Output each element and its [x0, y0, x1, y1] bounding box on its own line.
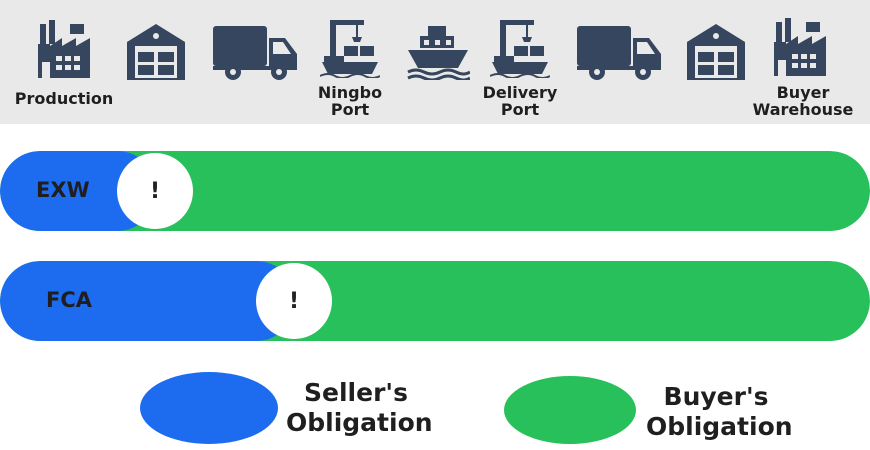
stage-label-buyer-warehouse: Buyer Warehouse: [748, 84, 858, 118]
stage-truck-2: [574, 24, 664, 82]
ship-icon: [407, 26, 470, 80]
stage-truck-1: [210, 24, 300, 82]
legend-seller-swatch: [140, 372, 278, 444]
legend-buyer-line1: Buyer's: [663, 382, 769, 411]
stage-label-ningbo-port: Ningbo Port: [306, 84, 394, 118]
port-crane-icon: [490, 20, 550, 78]
risk-transfer-marker-exw: !: [117, 153, 193, 229]
stage-warehouse-2: [684, 22, 748, 80]
stage-label-delivery-port-line1: Delivery: [482, 83, 558, 102]
stage-delivery-port: [488, 16, 552, 78]
legend-buyer-swatch: [504, 376, 636, 444]
warehouse-icon: [127, 24, 185, 80]
stage-label-buyer-warehouse-line2: Warehouse: [752, 100, 854, 119]
stage-buyer-warehouse: [770, 16, 830, 76]
warehouse-icon: [687, 24, 745, 80]
factory-icon: [774, 18, 826, 76]
legend-buyer-line2: Obligation: [646, 412, 793, 441]
seller-segment-fca: [0, 261, 296, 341]
stage-label-buyer-warehouse-line1: Buyer: [776, 83, 830, 102]
stage-label-production: Production: [14, 89, 114, 108]
port-crane-icon: [320, 20, 380, 78]
legend-seller-line1: Seller's: [304, 378, 408, 407]
stage-label-delivery-port: Delivery Port: [472, 84, 568, 118]
stage-label-delivery-port-line2: Port: [500, 100, 540, 119]
truck-icon: [213, 26, 297, 80]
stage-label-ningbo-port-line2: Port: [330, 100, 370, 119]
stage-ningbo-port: [318, 16, 382, 78]
term-bar-fca: [0, 261, 870, 341]
legend-buyer-label: Buyer's Obligation: [646, 382, 793, 442]
stage-production: [34, 18, 94, 78]
legend-seller-label: Seller's Obligation: [286, 378, 433, 438]
term-label-exw: EXW: [36, 178, 90, 202]
stage-label-ningbo-port-line1: Ningbo: [317, 83, 383, 102]
stage-warehouse-1: [124, 22, 188, 80]
legend-seller-line2: Obligation: [286, 408, 433, 437]
term-label-fca: FCA: [46, 288, 93, 312]
factory-icon: [38, 20, 90, 78]
stage-ship: [404, 24, 472, 80]
risk-transfer-marker-fca: !: [256, 263, 332, 339]
truck-icon: [577, 26, 661, 80]
